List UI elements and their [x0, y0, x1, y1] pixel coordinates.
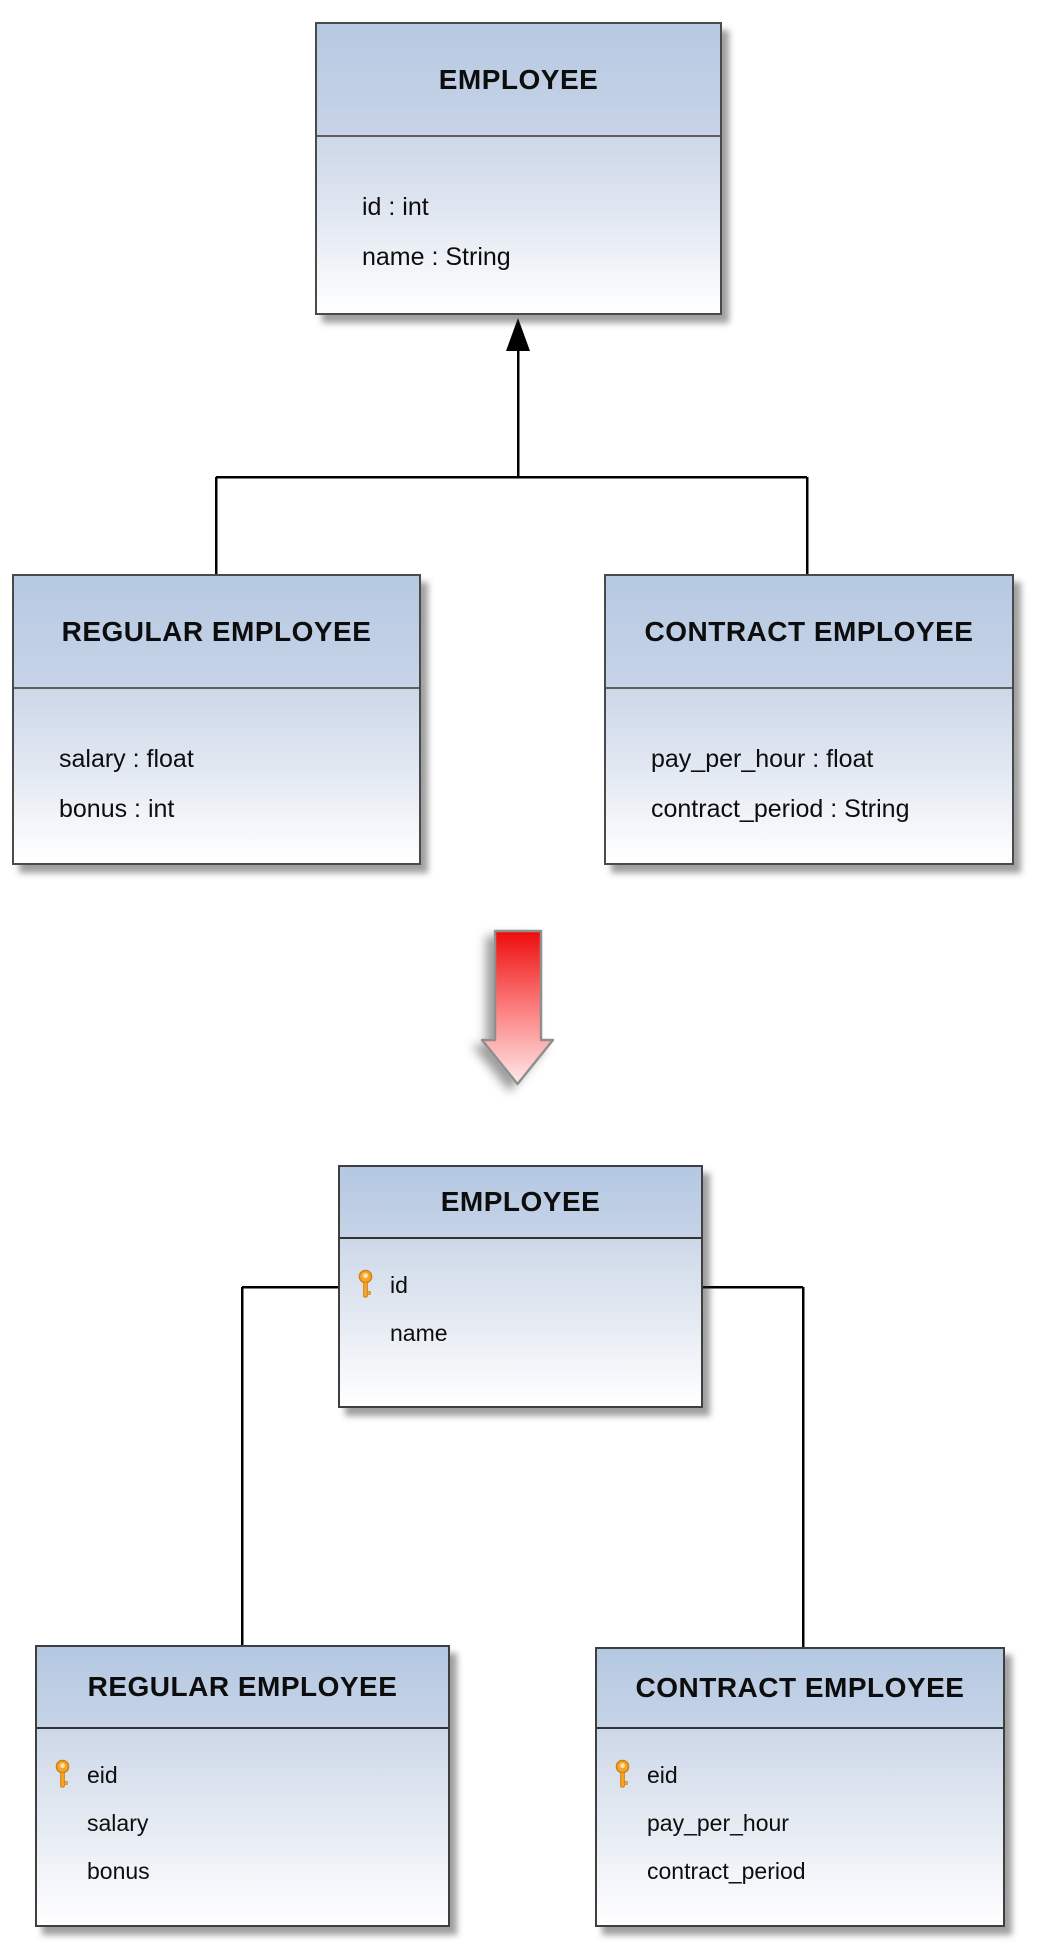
uml-class-contract-employee: CONTRACT EMPLOYEE pay_per_hour : float c… — [604, 574, 1014, 865]
table-regular-employee-title: REGULAR EMPLOYEE — [37, 1647, 448, 1729]
table-regular-employee: REGULAR EMPLOYEE eid salary — [35, 1645, 450, 1927]
uml-attribute: name : String — [362, 243, 511, 271]
uml-attribute: pay_per_hour : float — [651, 745, 874, 773]
key-icon — [615, 1759, 647, 1791]
table-regular-employee-columns: eid salary bonus — [37, 1729, 448, 1925]
table-contract-employee-columns: eid pay_per_hour contract_period — [597, 1729, 1003, 1925]
uml-attribute: contract_period : String — [651, 795, 910, 823]
table-row: eid — [615, 1751, 1003, 1799]
column-name: eid — [647, 1761, 678, 1788]
table-employee-title: EMPLOYEE — [340, 1167, 701, 1239]
table-row: contract_period — [615, 1847, 1003, 1895]
column-name: name — [390, 1319, 448, 1346]
uml-attribute: bonus : int — [59, 795, 175, 823]
table-contract-employee-title: CONTRACT EMPLOYEE — [597, 1649, 1003, 1729]
table-row: bonus — [55, 1847, 448, 1895]
uml-attribute: salary : float — [59, 745, 194, 773]
table-row: eid — [55, 1751, 448, 1799]
uml-class-employee-title: EMPLOYEE — [317, 24, 720, 137]
table-row: salary — [55, 1799, 448, 1847]
uml-attribute: id : int — [362, 193, 429, 221]
table-employee-columns: id name — [340, 1239, 701, 1406]
uml-class-regular-employee-title: REGULAR EMPLOYEE — [14, 576, 419, 689]
column-name: salary — [87, 1809, 149, 1836]
table-contract-employee: CONTRACT EMPLOYEE eid pay_per_hour — [595, 1647, 1005, 1927]
uml-class-contract-employee-attributes: pay_per_hour : float contract_period : S… — [606, 689, 1012, 863]
column-name: contract_period — [647, 1857, 806, 1884]
inheritance-arrowhead-icon — [506, 318, 530, 351]
table-row: name — [358, 1309, 701, 1357]
column-name: id — [390, 1271, 408, 1298]
uml-class-employee: EMPLOYEE id : int name : String — [315, 22, 722, 315]
key-icon — [358, 1269, 390, 1301]
uml-class-employee-attributes: id : int name : String — [317, 137, 720, 313]
table-connectors — [240, 1285, 805, 1652]
table-row: id — [358, 1261, 701, 1309]
uml-class-regular-employee-attributes: salary : float bonus : int — [14, 689, 419, 863]
table-row: pay_per_hour — [615, 1799, 1003, 1847]
uml-class-contract-employee-title: CONTRACT EMPLOYEE — [606, 576, 1012, 689]
inheritance-connector — [214, 348, 809, 576]
table-employee: EMPLOYEE id name — [338, 1165, 703, 1408]
key-icon — [55, 1759, 87, 1791]
column-name: eid — [87, 1761, 118, 1788]
column-name: pay_per_hour — [647, 1809, 789, 1836]
column-name: bonus — [87, 1857, 150, 1884]
red-down-arrow-icon — [480, 929, 555, 1086]
uml-class-regular-employee: REGULAR EMPLOYEE salary : float bonus : … — [12, 574, 421, 865]
